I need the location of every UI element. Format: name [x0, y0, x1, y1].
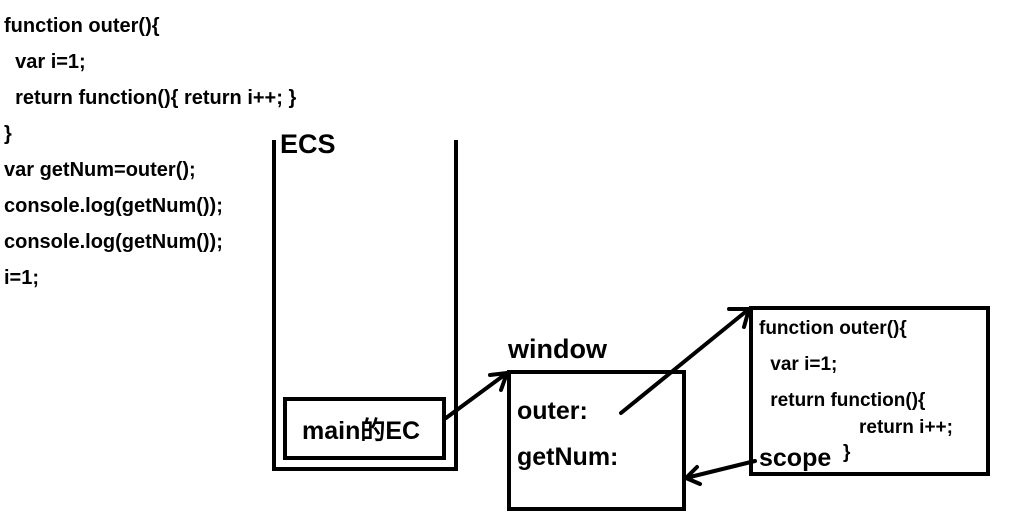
code-line-1: function outer(){: [4, 15, 160, 37]
arrow-main-ec-to-window: [444, 371, 509, 420]
ecs-stack: [272, 140, 458, 471]
arrow-outer-to-function: [619, 307, 751, 415]
code-line-4: }: [4, 123, 12, 145]
function-line-5: }: [843, 442, 851, 463]
arrow-scope-to-window: [684, 459, 757, 486]
code-line-6: console.log(getNum());: [4, 195, 223, 217]
function-line-4: return i++;: [859, 417, 953, 438]
main-ec-frame: [283, 397, 446, 460]
function-line-3: return function(){: [765, 390, 926, 411]
window-getnum-property: getNum:: [517, 443, 619, 471]
code-line-3: return function(){ return i++; }: [4, 87, 297, 109]
code-line-8: i=1;: [4, 267, 40, 289]
function-object: [749, 306, 990, 476]
main-ec-label: main的EC: [302, 417, 421, 445]
function-line-2: var i=1;: [765, 354, 838, 375]
code-line-5: var getNum=outer();: [4, 159, 196, 181]
scope-label: scope: [759, 444, 832, 472]
function-line-1: function outer(){: [759, 318, 907, 339]
code-line-2: var i=1;: [4, 51, 86, 73]
window-label: window: [508, 334, 607, 364]
window-outer-property: outer:: [517, 397, 588, 425]
code-line-7: console.log(getNum());: [4, 231, 223, 253]
window-object: [507, 370, 686, 511]
ecs-label: ECS: [280, 129, 336, 159]
